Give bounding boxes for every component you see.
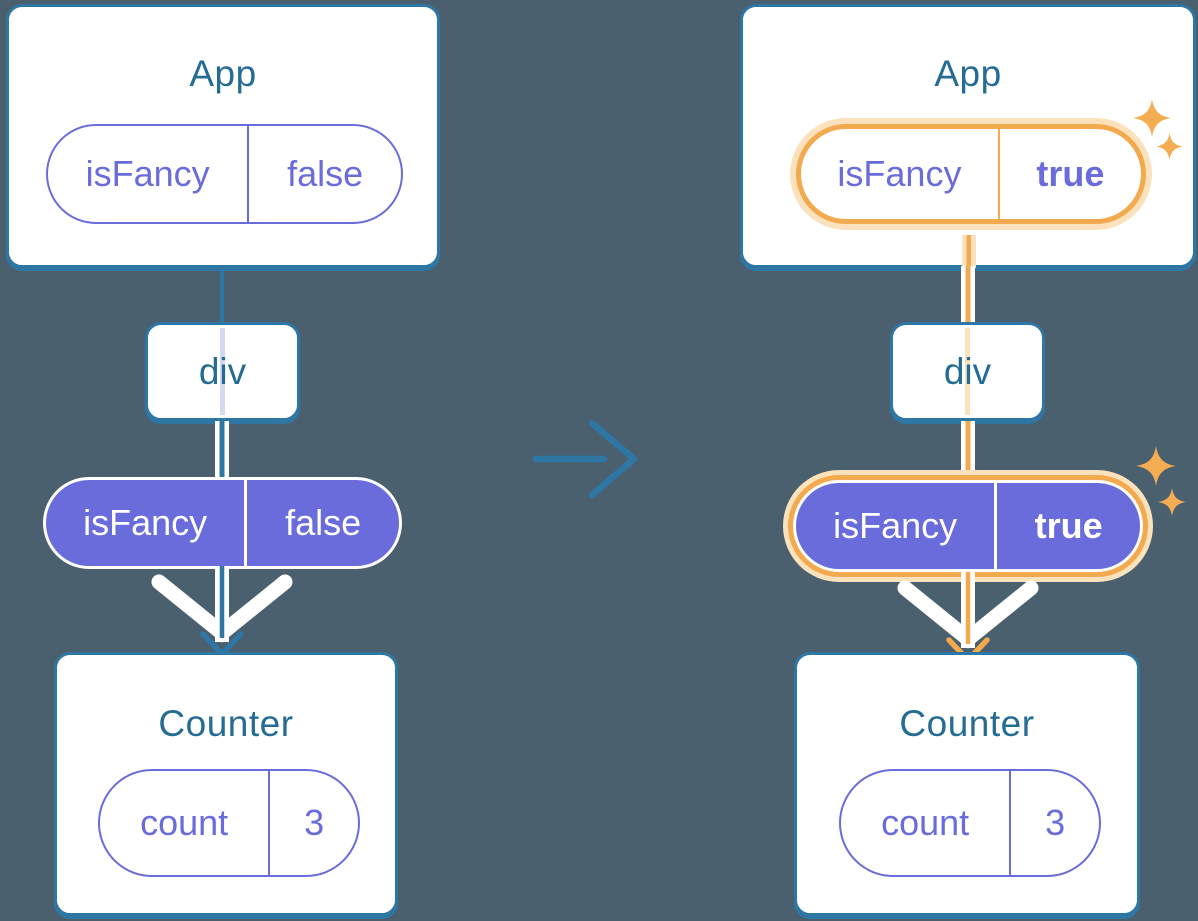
passed-prop-pill-highlighted: isFancy true bbox=[793, 480, 1143, 572]
prop-flow-arrow-icon bbox=[897, 572, 1039, 663]
state-name: count bbox=[841, 771, 1012, 875]
counter-card: Counter count 3 bbox=[794, 652, 1140, 916]
div-node: div bbox=[145, 322, 300, 421]
div-label: div bbox=[198, 350, 247, 392]
prop-through-line bbox=[220, 328, 225, 415]
sparkle-icon bbox=[1136, 446, 1176, 486]
sparkle-icon bbox=[1158, 488, 1186, 516]
state-name: count bbox=[100, 771, 271, 875]
prop-value: true bbox=[1036, 153, 1105, 194]
component-name: Counter bbox=[899, 703, 1035, 744]
prop-pill-highlighted: isFancy true bbox=[796, 124, 1146, 224]
state-pill: count 3 bbox=[839, 769, 1101, 877]
transition-arrow-icon bbox=[532, 419, 638, 499]
tree-edge bbox=[219, 266, 224, 324]
counter-card: Counter count 3 bbox=[54, 652, 398, 916]
prop-pill: isFancy false bbox=[46, 124, 403, 224]
prop-value: true bbox=[1034, 505, 1103, 546]
state-value: 3 bbox=[1045, 802, 1066, 843]
sparkle-icon bbox=[1156, 133, 1183, 160]
prop-pipe bbox=[961, 421, 975, 473]
prop-name: isFancy bbox=[796, 483, 998, 569]
prop-flow-arrow-icon bbox=[151, 566, 293, 657]
app-card: App isFancy true bbox=[740, 4, 1196, 268]
component-name: App bbox=[934, 53, 1002, 94]
state-pill: count 3 bbox=[98, 769, 360, 877]
passed-prop-pill: isFancy false bbox=[43, 477, 402, 569]
prop-name: isFancy bbox=[801, 129, 1000, 219]
prop-name: isFancy bbox=[46, 480, 248, 566]
sparkle-icon bbox=[1133, 99, 1171, 137]
prop-name: isFancy bbox=[48, 126, 250, 222]
component-name: Counter bbox=[158, 703, 294, 744]
app-card: App isFancy false bbox=[6, 4, 440, 268]
div-node: div bbox=[890, 322, 1045, 421]
prop-pipe bbox=[215, 421, 229, 479]
prop-through-line bbox=[965, 328, 970, 415]
state-value: 3 bbox=[304, 802, 325, 843]
component-name: App bbox=[189, 53, 257, 94]
prop-pipe-stub bbox=[962, 235, 976, 268]
prop-value: false bbox=[287, 153, 364, 194]
prop-pipe bbox=[961, 266, 975, 324]
div-label: div bbox=[943, 350, 992, 392]
prop-value: false bbox=[285, 502, 362, 543]
